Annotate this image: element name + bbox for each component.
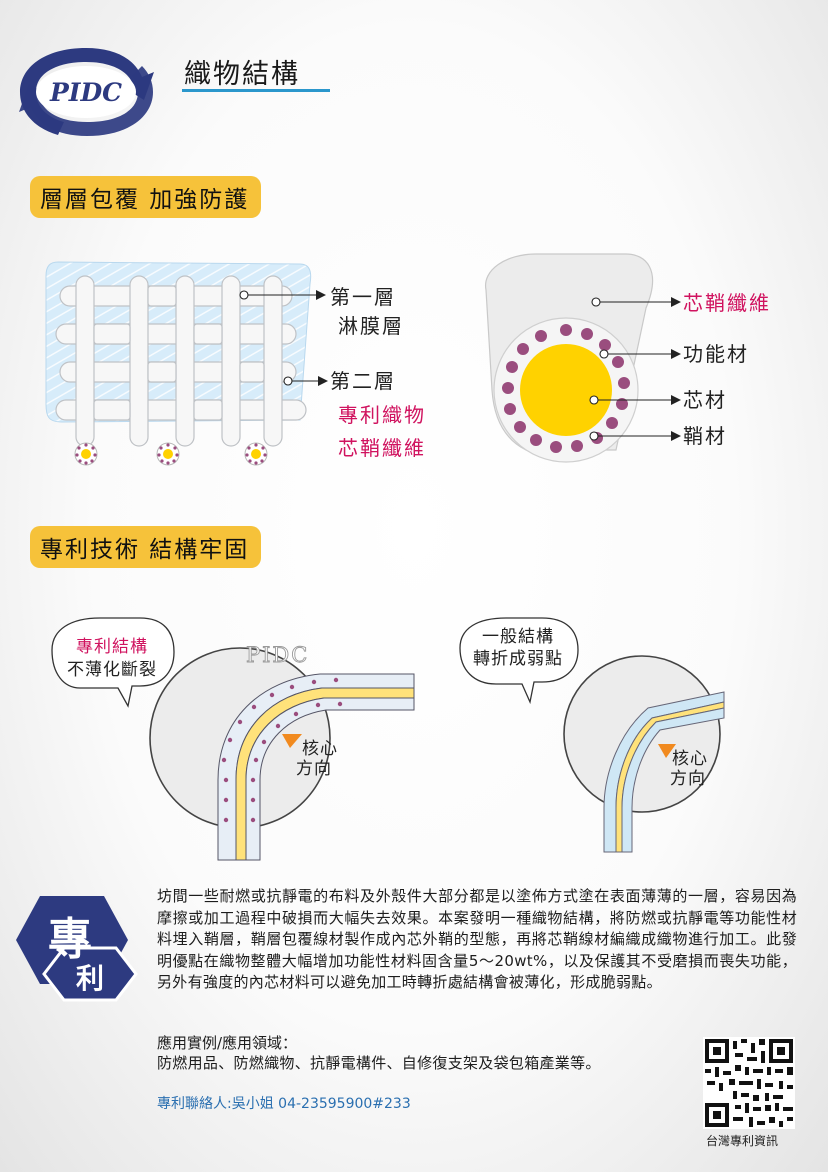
page-title: 織物結構	[184, 59, 300, 90]
applications-text: 防燃用品、防燃織物、抗靜電構件、自修復支架及袋包箱產業等。	[157, 1054, 601, 1072]
patent-arrow-line2: 方向	[296, 759, 332, 779]
general-bubble-line2: 轉折成弱點	[473, 649, 563, 669]
label-layer2: 第二層	[330, 369, 396, 393]
label-core-sheath-fiber: 芯鞘纖維	[683, 291, 771, 315]
label-layer1: 第一層	[330, 285, 396, 309]
section-banner-structure: 專利技術 結構牢固	[30, 526, 262, 568]
title-underline	[182, 89, 330, 92]
general-structure-illustration	[459, 617, 725, 853]
patent-contact[interactable]: 專利聯絡人:吳小姐 04-23595900#233	[157, 1096, 411, 1112]
qr-caption: 台灣專利資訊	[706, 1134, 779, 1148]
patent-arrow-line1: 核心	[302, 739, 338, 759]
general-arrow-line2: 方向	[670, 769, 706, 789]
applications-heading: 應用實例/應用領域：	[157, 1034, 298, 1052]
patent-structure-illustration: PIDC	[51, 617, 415, 861]
patent-bubble-line1: 專利結構	[76, 637, 148, 657]
patent-bubble-line2: 不薄化斷裂	[67, 660, 157, 680]
general-bubble-line1: 一般結構	[482, 627, 554, 647]
pidc-watermark: PIDC	[246, 643, 309, 667]
pidc-logo: PIDC	[19, 48, 154, 136]
woven-fabric-illustration	[45, 261, 328, 466]
core-sheath-fiber-illustration	[485, 253, 681, 463]
badge-char-2: 利	[76, 962, 104, 995]
patent-badge: 專 利	[16, 896, 138, 1002]
label-functional-material: 功能材	[683, 342, 749, 366]
qr-code[interactable]	[703, 1037, 795, 1129]
section-banner-layers: 層層包覆 加強防護	[30, 176, 262, 218]
general-arrow-line1: 核心	[672, 749, 708, 769]
label-sheath-material: 鞘材	[683, 424, 727, 448]
label-core-material: 芯材	[683, 388, 727, 412]
label-layer1-name: 淋膜層	[338, 314, 404, 338]
badge-char-1: 專	[48, 914, 92, 965]
label-layer2-name-1: 專利織物	[338, 403, 426, 427]
logo-text: PIDC	[49, 78, 122, 107]
fiber-cross-sections	[74, 442, 268, 466]
patent-description: 坊間一些耐燃或抗靜電的布料及外殼件大部分都是以塗佈方式塗在表面薄薄的一層，容易因…	[157, 887, 797, 991]
label-layer2-name-2: 芯鞘纖維	[338, 436, 426, 460]
